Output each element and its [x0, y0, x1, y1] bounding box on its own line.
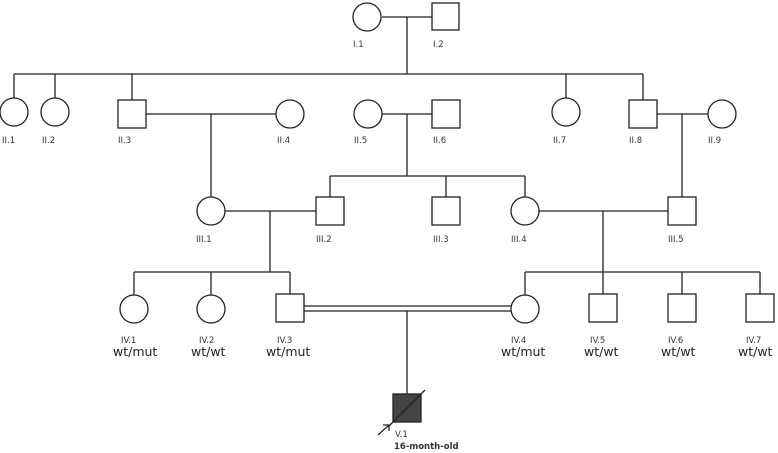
id-label-II7: II.7	[553, 136, 566, 146]
female-symbol-II4	[275, 99, 305, 129]
id-label-III1: III.1	[196, 235, 212, 245]
proband-arrow-shaft	[377, 424, 390, 436]
proband-arrow-head	[383, 424, 390, 431]
female-symbol-IV2	[196, 294, 226, 324]
deceased-slash-V1	[388, 389, 426, 427]
id-label-IV2: IV.2	[199, 336, 214, 346]
id-label-IV3: IV.3	[277, 336, 292, 346]
connector-lines	[13, 16, 761, 394]
male-symbol-III2	[315, 196, 345, 226]
female-symbol-IV4	[510, 294, 540, 324]
id-label-II8: II.8	[629, 136, 642, 146]
age-note-V1: 16-month-old	[394, 442, 459, 452]
id-label-II1: II.1	[2, 136, 15, 146]
genotype-label-IV5: wt/wt	[584, 344, 619, 359]
female-symbol-II5	[353, 99, 383, 129]
id-labels: I.1 I.2 II.1 II.2 II.3 II.4 II.5 II.6 II…	[2, 40, 761, 440]
female-symbol-III1	[196, 196, 226, 226]
female-symbol-II2	[40, 97, 70, 127]
genotype-label-IV2: wt/wt	[191, 344, 226, 359]
id-label-III2: III.2	[316, 235, 332, 245]
male-symbol-II6	[431, 99, 461, 129]
male-symbol-III5	[667, 196, 697, 226]
id-label-II4: II.4	[277, 136, 290, 146]
genotype-label-IV4: wt/mut	[501, 344, 545, 359]
female-symbol-II1	[0, 97, 29, 127]
female-symbol-II7	[551, 97, 581, 127]
id-label-III3: III.3	[433, 235, 449, 245]
id-label-II2: II.2	[42, 136, 55, 146]
male-symbol-IV6	[667, 293, 697, 323]
genotype-label-IV1: wt/mut	[113, 344, 157, 359]
male-symbol-II3	[117, 99, 147, 129]
id-label-III5: III.5	[668, 235, 684, 245]
female-symbol-II9	[707, 99, 737, 129]
id-label-IV1: IV.1	[121, 336, 136, 346]
female-symbol-I1	[352, 2, 382, 32]
id-label-II9: II.9	[708, 136, 721, 146]
female-symbol-IV1	[119, 294, 149, 324]
male-symbol-IV5	[588, 293, 618, 323]
male-symbol-IV3	[275, 293, 305, 323]
genotype-labels: wt/mut wt/wt wt/mut wt/mut wt/wt wt/wt w…	[113, 344, 773, 359]
symbols	[0, 2, 775, 436]
id-label-V1: V.1	[395, 430, 408, 440]
id-label-II3: II.3	[118, 136, 131, 146]
female-symbol-III4	[510, 196, 540, 226]
id-label-III4: III.4	[511, 235, 527, 245]
genotype-label-IV3: wt/mut	[266, 344, 310, 359]
genotype-label-IV6: wt/wt	[661, 344, 696, 359]
male-symbol-III3	[431, 196, 461, 226]
male-symbol-I2	[431, 2, 460, 31]
id-label-II6: II.6	[433, 136, 446, 146]
genotype-label-IV7: wt/wt	[738, 344, 773, 359]
id-label-IV5: IV.5	[590, 336, 605, 346]
id-label-II5: II.5	[354, 136, 367, 146]
id-label-IV6: IV.6	[668, 336, 683, 346]
id-label-IV7: IV.7	[746, 336, 761, 346]
id-label-I2: I.2	[433, 40, 444, 50]
male-symbol-IV7	[745, 293, 775, 323]
male-symbol-II8	[628, 99, 658, 129]
id-label-I1: I.1	[353, 40, 364, 50]
id-label-IV4: IV.4	[511, 336, 526, 346]
